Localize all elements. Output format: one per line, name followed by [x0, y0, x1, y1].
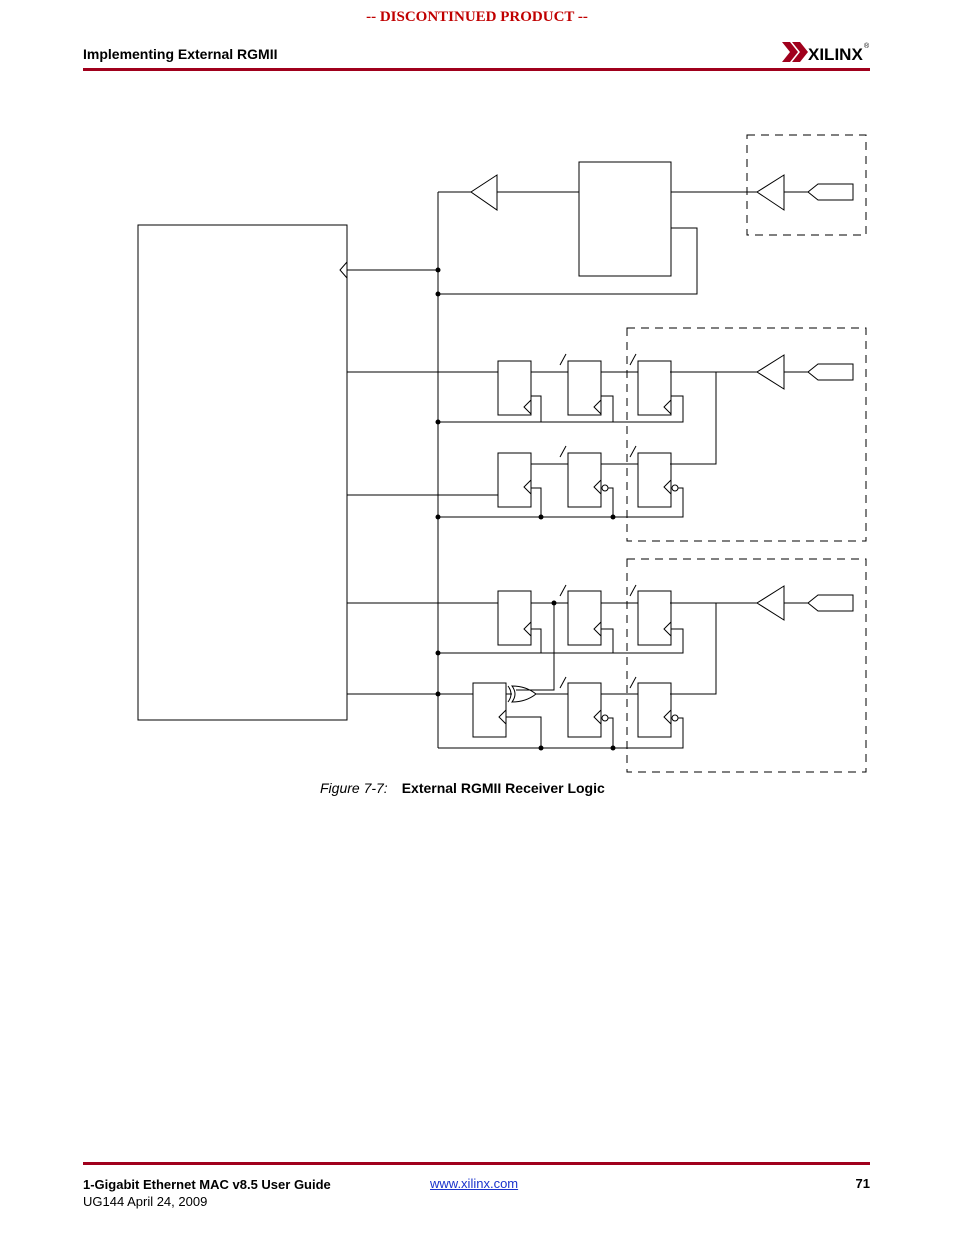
- footer-doc-date: UG144 April 24, 2009: [83, 1194, 208, 1209]
- figure-title: External RGMII Receiver Logic: [401, 780, 605, 796]
- discontinued-banner: -- DISCONTINUED PRODUCT --: [366, 9, 588, 25]
- resync-flop-fall: [567, 452, 602, 508]
- output-flop-fall: [497, 452, 532, 508]
- clock-iob-region: [746, 134, 867, 236]
- iob-flop-rise: [637, 360, 672, 416]
- footer-rule: [83, 1162, 870, 1165]
- footer-doc-info: 1-Gigabit Ethernet MAC v8.5 User Guide U…: [83, 1176, 331, 1210]
- client-clock-input: [339, 261, 348, 279]
- footer-website-link[interactable]: www.xilinx.com: [430, 1176, 519, 1191]
- rx-ctl-path: [347, 584, 854, 749]
- footer-page-number: 71: [855, 1176, 870, 1191]
- section-title: Implementing External RGMII: [83, 46, 278, 62]
- rgmii-rxctl-port: [807, 594, 854, 612]
- clock-dcm-block: [578, 161, 672, 277]
- junction-dots: [435, 267, 616, 751]
- clock-path: [347, 134, 867, 748]
- rgmii-receiver-diagram: [137, 134, 867, 773]
- rxctl-input-buffer: [756, 585, 785, 621]
- resync-flop-rise: [567, 360, 602, 416]
- data-iob-region-1: [626, 327, 867, 542]
- figure-caption: Figure 7-7: External RGMII Receiver Logic: [320, 780, 605, 796]
- xor-output-flop: [472, 682, 507, 738]
- output-flop-rise: [497, 360, 532, 416]
- rgmii-rxd-port: [807, 363, 854, 381]
- logo-text: XILINX: [808, 45, 863, 64]
- client-logic-block: [137, 224, 348, 721]
- clock-input-buffer: [756, 174, 785, 211]
- header-rule: [83, 68, 870, 71]
- rxd-input-buffer: [756, 354, 785, 390]
- rxd-path: [347, 353, 854, 518]
- xor-gate: [511, 685, 537, 703]
- xilinx-logo: XILINX ®: [782, 42, 870, 64]
- iob-flop-fall: [637, 452, 672, 508]
- logo-registered-mark: ®: [864, 42, 870, 50]
- figure-number: Figure 7-7:: [320, 780, 388, 796]
- rgmii-rxc-port: [807, 183, 854, 201]
- data-iob-region-2: [626, 558, 867, 773]
- footer-guide-title: 1-Gigabit Ethernet MAC v8.5 User Guide: [83, 1177, 331, 1192]
- clock-buffer: [470, 174, 498, 211]
